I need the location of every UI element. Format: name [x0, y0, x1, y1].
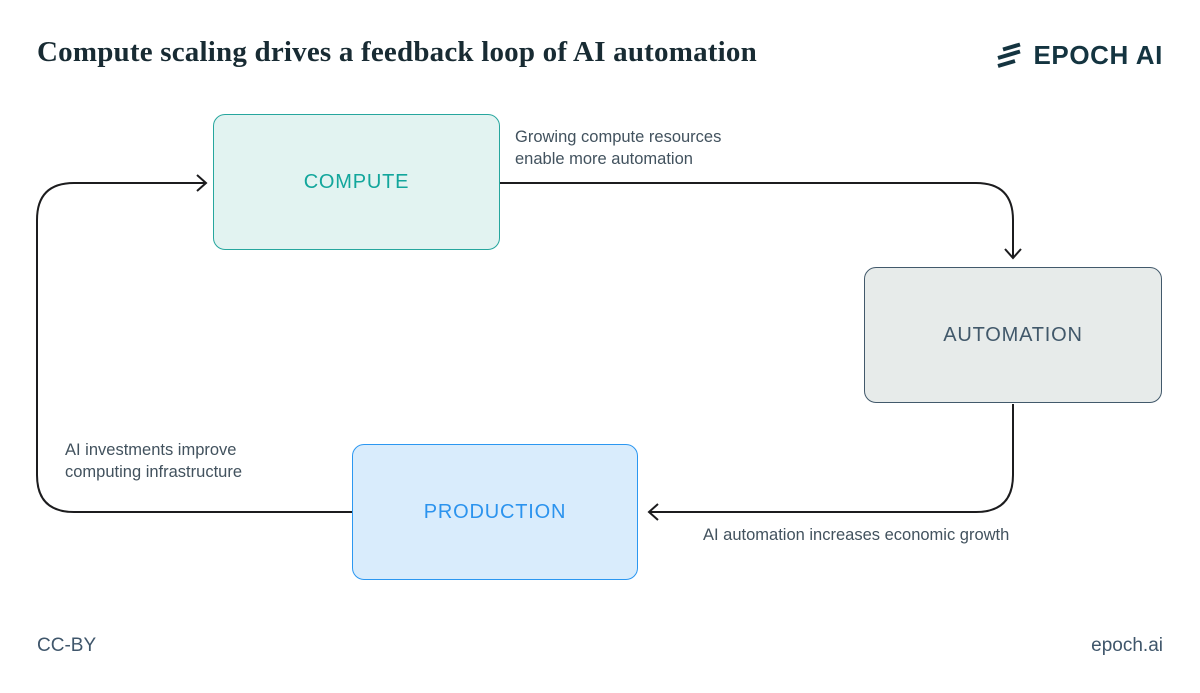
node-production-label: PRODUCTION	[423, 500, 567, 523]
node-automation-label: AUTOMATION	[943, 323, 1083, 346]
edge-compute-to-automation	[500, 182, 1014, 257]
license-text: CC-BY	[37, 635, 97, 656]
edge-production-to-compute	[36, 182, 352, 513]
edge-label-production-to-compute: AI investments improve computing infrast…	[65, 441, 242, 481]
arrowhead-left-icon	[647, 503, 659, 521]
website-text: epoch.ai	[1091, 635, 1163, 656]
node-compute: COMPUTE	[213, 114, 500, 250]
node-compute-label: COMPUTE	[303, 170, 410, 193]
edge-automation-to-production	[650, 404, 1014, 513]
edge-label-compute-to-automation: Growing compute resources enable more au…	[515, 128, 722, 168]
node-production: PRODUCTION	[352, 444, 638, 580]
node-automation: AUTOMATION	[864, 267, 1162, 403]
epoch-logo-text: EPOCH AI	[1033, 40, 1163, 70]
figure-title: Compute scaling drives a feedback loop o…	[37, 36, 757, 68]
arrowhead-down-icon	[1004, 248, 1022, 260]
epoch-logo-mark-icon	[997, 42, 1022, 68]
edge-label-automation-to-production: AI automation increases economic growth	[703, 526, 1010, 544]
epoch-ai-logo: EPOCH AI	[994, 40, 1163, 71]
arrowhead-right-icon	[196, 174, 208, 192]
